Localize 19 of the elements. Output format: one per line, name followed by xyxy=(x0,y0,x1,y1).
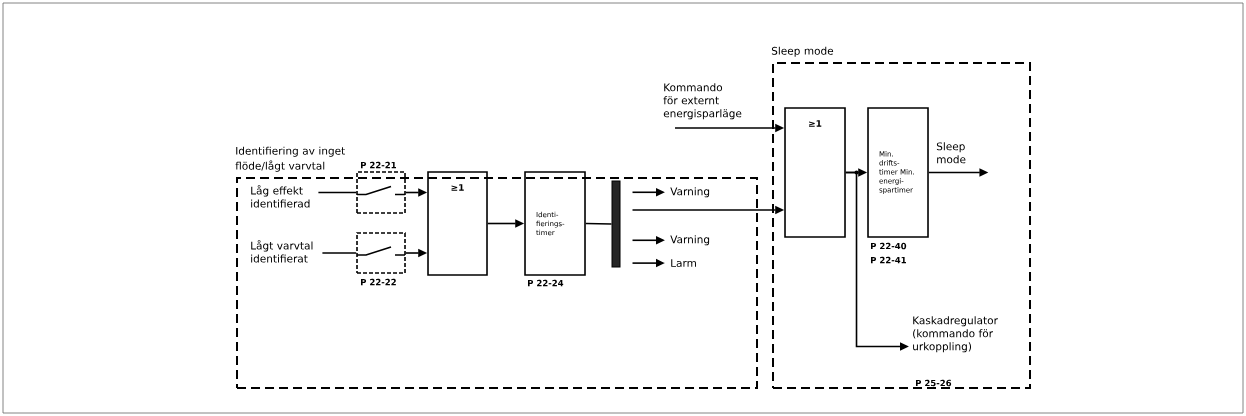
signal-label: Larm xyxy=(671,259,696,267)
parameter-label: P 22-24 xyxy=(528,279,564,287)
group-heading: Identifiering av inget flöde/lågt varvtal xyxy=(235,146,345,172)
group-heading: Sleep mode xyxy=(771,46,834,57)
logic-box: ≥1 xyxy=(784,107,846,238)
signal-label: Varning xyxy=(670,187,710,198)
parameter-label: P 22-40 xyxy=(871,242,907,250)
parameter-label: P 25-26 xyxy=(916,379,952,387)
signal-label: Kaskadregulator (kommando för urkoppling) xyxy=(913,316,998,353)
signal-label: Låg effekt identifierad xyxy=(251,185,310,208)
bus-bar xyxy=(611,180,621,268)
signal-label: Varning xyxy=(670,235,710,246)
parameter-label: P 22-21 xyxy=(361,161,396,169)
signal-label: Kommando för externt energisparläge xyxy=(663,83,742,120)
signal-label: Lågt varvtal identifierat xyxy=(251,240,313,263)
parameter-label: P 22-41 xyxy=(871,256,906,264)
signal-label: Sleep mode xyxy=(936,142,966,164)
logic-box: ≥1 xyxy=(427,171,488,276)
parameter-label: P 22-22 xyxy=(361,278,396,286)
